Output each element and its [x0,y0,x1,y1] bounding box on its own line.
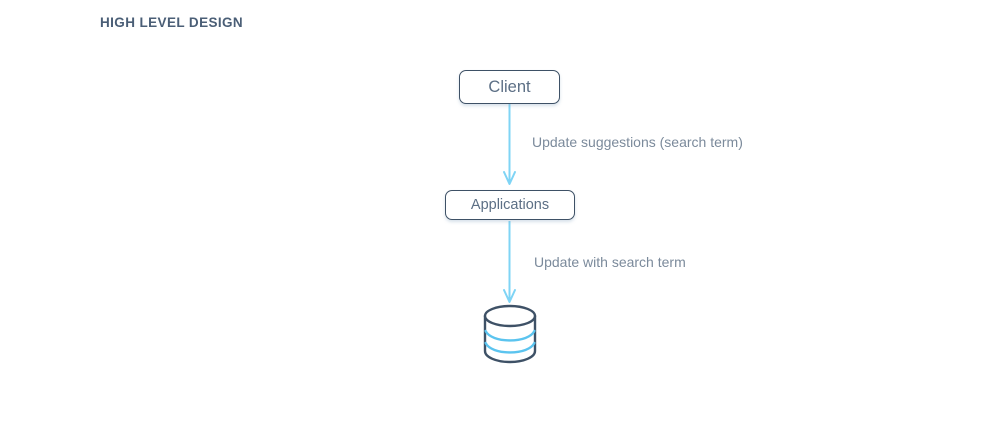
edge-applications-to-database [503,221,516,303]
node-client-label: Client [488,77,531,96]
node-applications-label: Applications [470,197,550,213]
edge-label-update-with-search-term: Update with search term [534,254,686,270]
edge-client-to-applications [503,104,516,185]
page-title: HIGH LEVEL DESIGN [100,15,244,30]
edge-label-update-suggestions: Update suggestions (search term) [532,134,743,150]
node-applications[interactable]: Applications [445,190,575,220]
database-icon[interactable] [479,303,541,369]
node-client[interactable]: Client [459,70,560,104]
